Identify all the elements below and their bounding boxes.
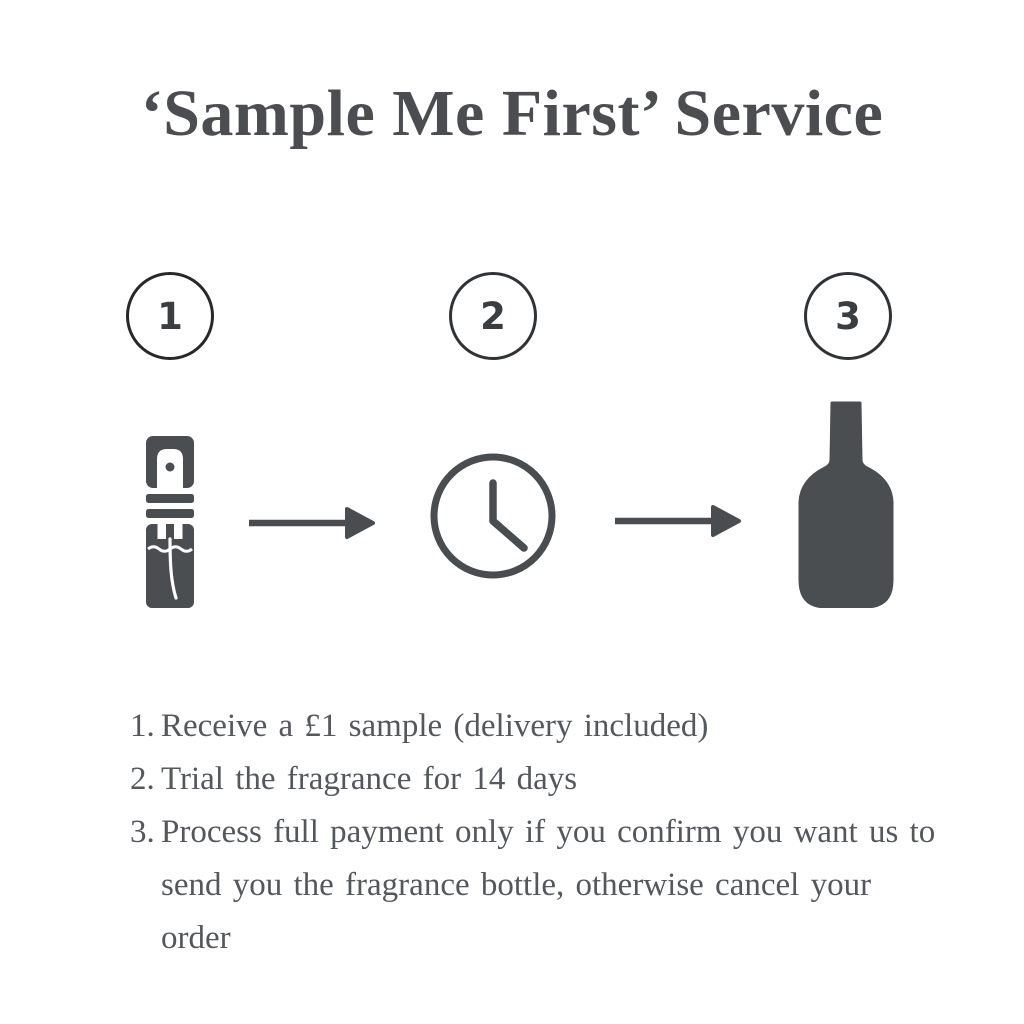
list-item: 3. Process full payment only if you conf…: [130, 806, 940, 965]
sample-vial-icon: [146, 436, 194, 613]
perfume-bottle-icon: [798, 400, 894, 613]
step-2-number: 2: [480, 294, 506, 338]
list-item: 2. Trial the fragrance for 14 days: [130, 753, 940, 806]
arrow-right-icon: [246, 505, 376, 546]
clock-icon: [428, 451, 558, 586]
step-3-number: 3: [835, 294, 861, 338]
step-2-badge: 2: [449, 272, 537, 360]
instructions-list: 1. Receive a £1 sample (delivery include…: [130, 700, 940, 965]
step-3-badge: 3: [804, 272, 892, 360]
step-1-badge: 1: [126, 272, 214, 360]
list-item: 1. Receive a £1 sample (delivery include…: [130, 700, 940, 753]
list-item-number: 1.: [130, 708, 155, 744]
list-item-text-continued: send you the fragrance bottle, otherwise…: [161, 867, 872, 956]
list-item-number: 2.: [130, 761, 155, 797]
step-1-number: 1: [157, 294, 183, 338]
arrow-right-icon: [612, 503, 742, 544]
page-title: ‘Sample Me First’ Service: [140, 77, 884, 150]
list-item-text: Receive a £1 sample (delivery included): [161, 708, 709, 744]
list-item-number: 3.: [130, 814, 155, 850]
list-item-text: Trial the fragrance for 14 days: [161, 761, 578, 797]
list-item-text: Process full payment only if you confirm…: [161, 814, 936, 850]
